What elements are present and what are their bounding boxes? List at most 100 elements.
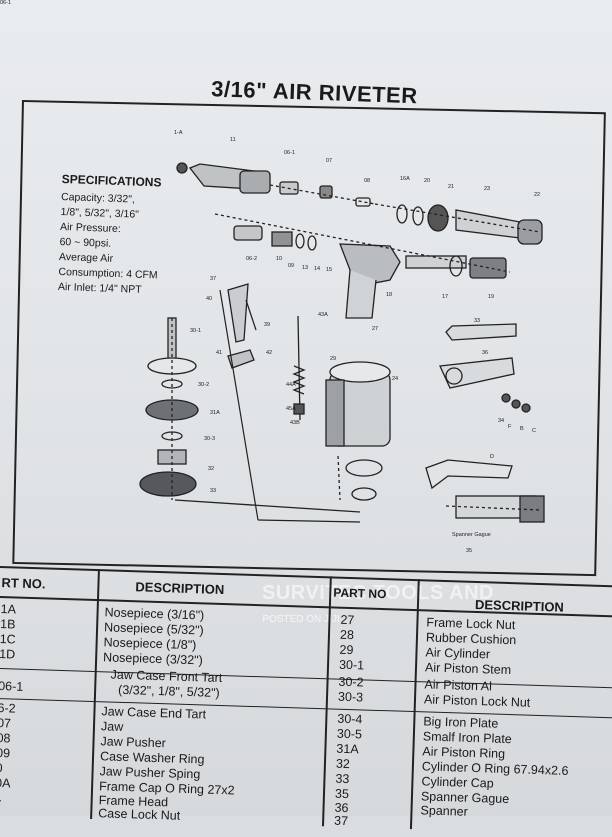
diagram-label: 44A	[286, 382, 296, 388]
diagram-label: 1-A	[174, 130, 183, 136]
part-number: 1C	[0, 632, 16, 647]
part-number: 32	[335, 756, 351, 772]
diagram-label: 06-1	[284, 150, 296, 156]
part-description: Air Cylinder	[425, 645, 491, 662]
diagram-label: 31A	[210, 410, 220, 416]
diagram-label: 23	[484, 186, 491, 192]
diagram-label: 06-2	[246, 256, 258, 262]
exploded-parts-diagram	[139, 162, 545, 523]
nosepiece-assembly	[176, 162, 376, 207]
part-description: Jaw Pusher	[100, 734, 167, 751]
rings-and-cap-assembly	[374, 203, 543, 245]
part-number: 06-1	[0, 679, 24, 694]
part-number: 1D	[0, 647, 16, 662]
piston-stack	[139, 317, 199, 500]
diagram-label: 09	[288, 263, 295, 269]
spring-rod-assembly	[292, 315, 306, 421]
part-description: Nosepiece (3/32")	[102, 650, 203, 668]
diagram-label: 37	[210, 276, 217, 282]
diagram-label: 20	[424, 178, 431, 184]
part-number: 30-4	[337, 711, 363, 727]
parts-table: RT NO. DESCRIPTION PART NO DESCRIPTION 1…	[0, 566, 612, 835]
part-number: 07	[0, 715, 12, 731]
diagram-label: 11	[230, 137, 236, 143]
part-number: 28	[339, 627, 355, 643]
part-description: Case Lock Nut	[98, 806, 181, 823]
part-number: 1A	[0, 602, 17, 617]
diagram-label: 17	[442, 294, 449, 300]
trigger-assembly	[227, 283, 257, 369]
part-description: Air Piston Stem	[424, 660, 512, 678]
diagram-label: 06-1	[0, 0, 12, 6]
part-number: 30-3	[337, 689, 364, 705]
diagram-label: 07	[326, 158, 333, 164]
part-number: 0A	[0, 775, 11, 791]
spanner-tools	[425, 323, 545, 523]
diagram-label: 42	[266, 350, 273, 356]
diagram-label: B	[520, 426, 524, 432]
diagram-label: 24	[392, 376, 399, 382]
jaw-case-assembly	[214, 213, 511, 319]
diagram-label: 41	[216, 350, 223, 356]
diagram-label: 43B	[290, 420, 300, 426]
part-description: Jaw	[100, 719, 124, 734]
part-description: Air Piston Al	[424, 677, 493, 694]
watermark-brand: SURVITEC TOOLS AND	[262, 582, 494, 604]
diagram-label: 40	[206, 296, 213, 302]
diagram-label: 34	[498, 418, 505, 424]
header-description-right: DESCRIPTION	[474, 596, 565, 615]
part-number: 29	[339, 642, 354, 658]
diagram-label: 33	[210, 488, 217, 494]
diagram-label: 36	[482, 350, 489, 356]
diagram-label: 08	[364, 178, 371, 184]
air-cylinder	[174, 361, 391, 513]
diagram-label: 33	[474, 318, 481, 324]
part-description: Frame Lock Nut	[426, 615, 516, 633]
diagram-label: 35	[466, 548, 473, 554]
part-number: 30-5	[336, 726, 363, 742]
header-description: DESCRIPTION	[135, 579, 225, 598]
part-description: Smalf Iron Plate	[422, 729, 512, 747]
part-description: Big Iron Plate	[423, 714, 499, 731]
part-description: (3/32", 1/8", 5/32")	[117, 682, 220, 700]
diagram-label: 19	[488, 294, 495, 300]
diagram-label: 21	[448, 184, 455, 190]
part-number: 35	[334, 786, 350, 802]
diagram-label: 30-1	[190, 328, 202, 334]
diagram-label: 30-3	[204, 436, 216, 442]
diagram-label: 15	[326, 267, 333, 273]
part-number: 31A	[336, 741, 359, 757]
part-description: Air Piston Lock Nut	[423, 692, 531, 710]
part-description: Cylinder Cap	[421, 774, 494, 791]
diagram-label: 29	[330, 356, 337, 362]
part-number: 08	[0, 730, 11, 746]
diagram-label: 22	[534, 192, 541, 198]
diagram-label: Spanner Gague	[452, 532, 491, 538]
diagram-label: D	[490, 454, 494, 460]
diagram-label: 16A	[400, 176, 410, 182]
diagram-label: 18	[386, 292, 393, 298]
diagram-label: 30-2	[198, 382, 210, 388]
part-number: 30-1	[338, 657, 365, 673]
watermark-posted: POSTED ON JIJI	[262, 614, 340, 625]
part-number: 1	[0, 790, 2, 804]
part-number: 30-2	[338, 674, 364, 690]
diagram-label: F	[508, 424, 512, 430]
part-number: 27	[340, 612, 355, 628]
header-part-no-right: PART NO	[333, 585, 387, 602]
part-number: 1B	[0, 617, 16, 632]
part-description: Rubber Cushion	[425, 630, 517, 648]
diagram-label: 43A	[318, 312, 328, 318]
diagram-label: C	[532, 428, 536, 434]
diagram-label: 10	[276, 256, 283, 262]
diagram-label: 14	[314, 266, 321, 272]
diagram-label: 32	[208, 466, 215, 472]
part-number: 33	[335, 771, 350, 787]
diagram-label: 39	[264, 322, 271, 328]
part-number: 6-2	[0, 700, 16, 716]
diagram-label: 27	[372, 326, 379, 332]
part-number: 09	[0, 745, 11, 761]
part-description: Nosepiece (1/8")	[103, 635, 197, 653]
diagram-label: 13	[302, 265, 309, 271]
